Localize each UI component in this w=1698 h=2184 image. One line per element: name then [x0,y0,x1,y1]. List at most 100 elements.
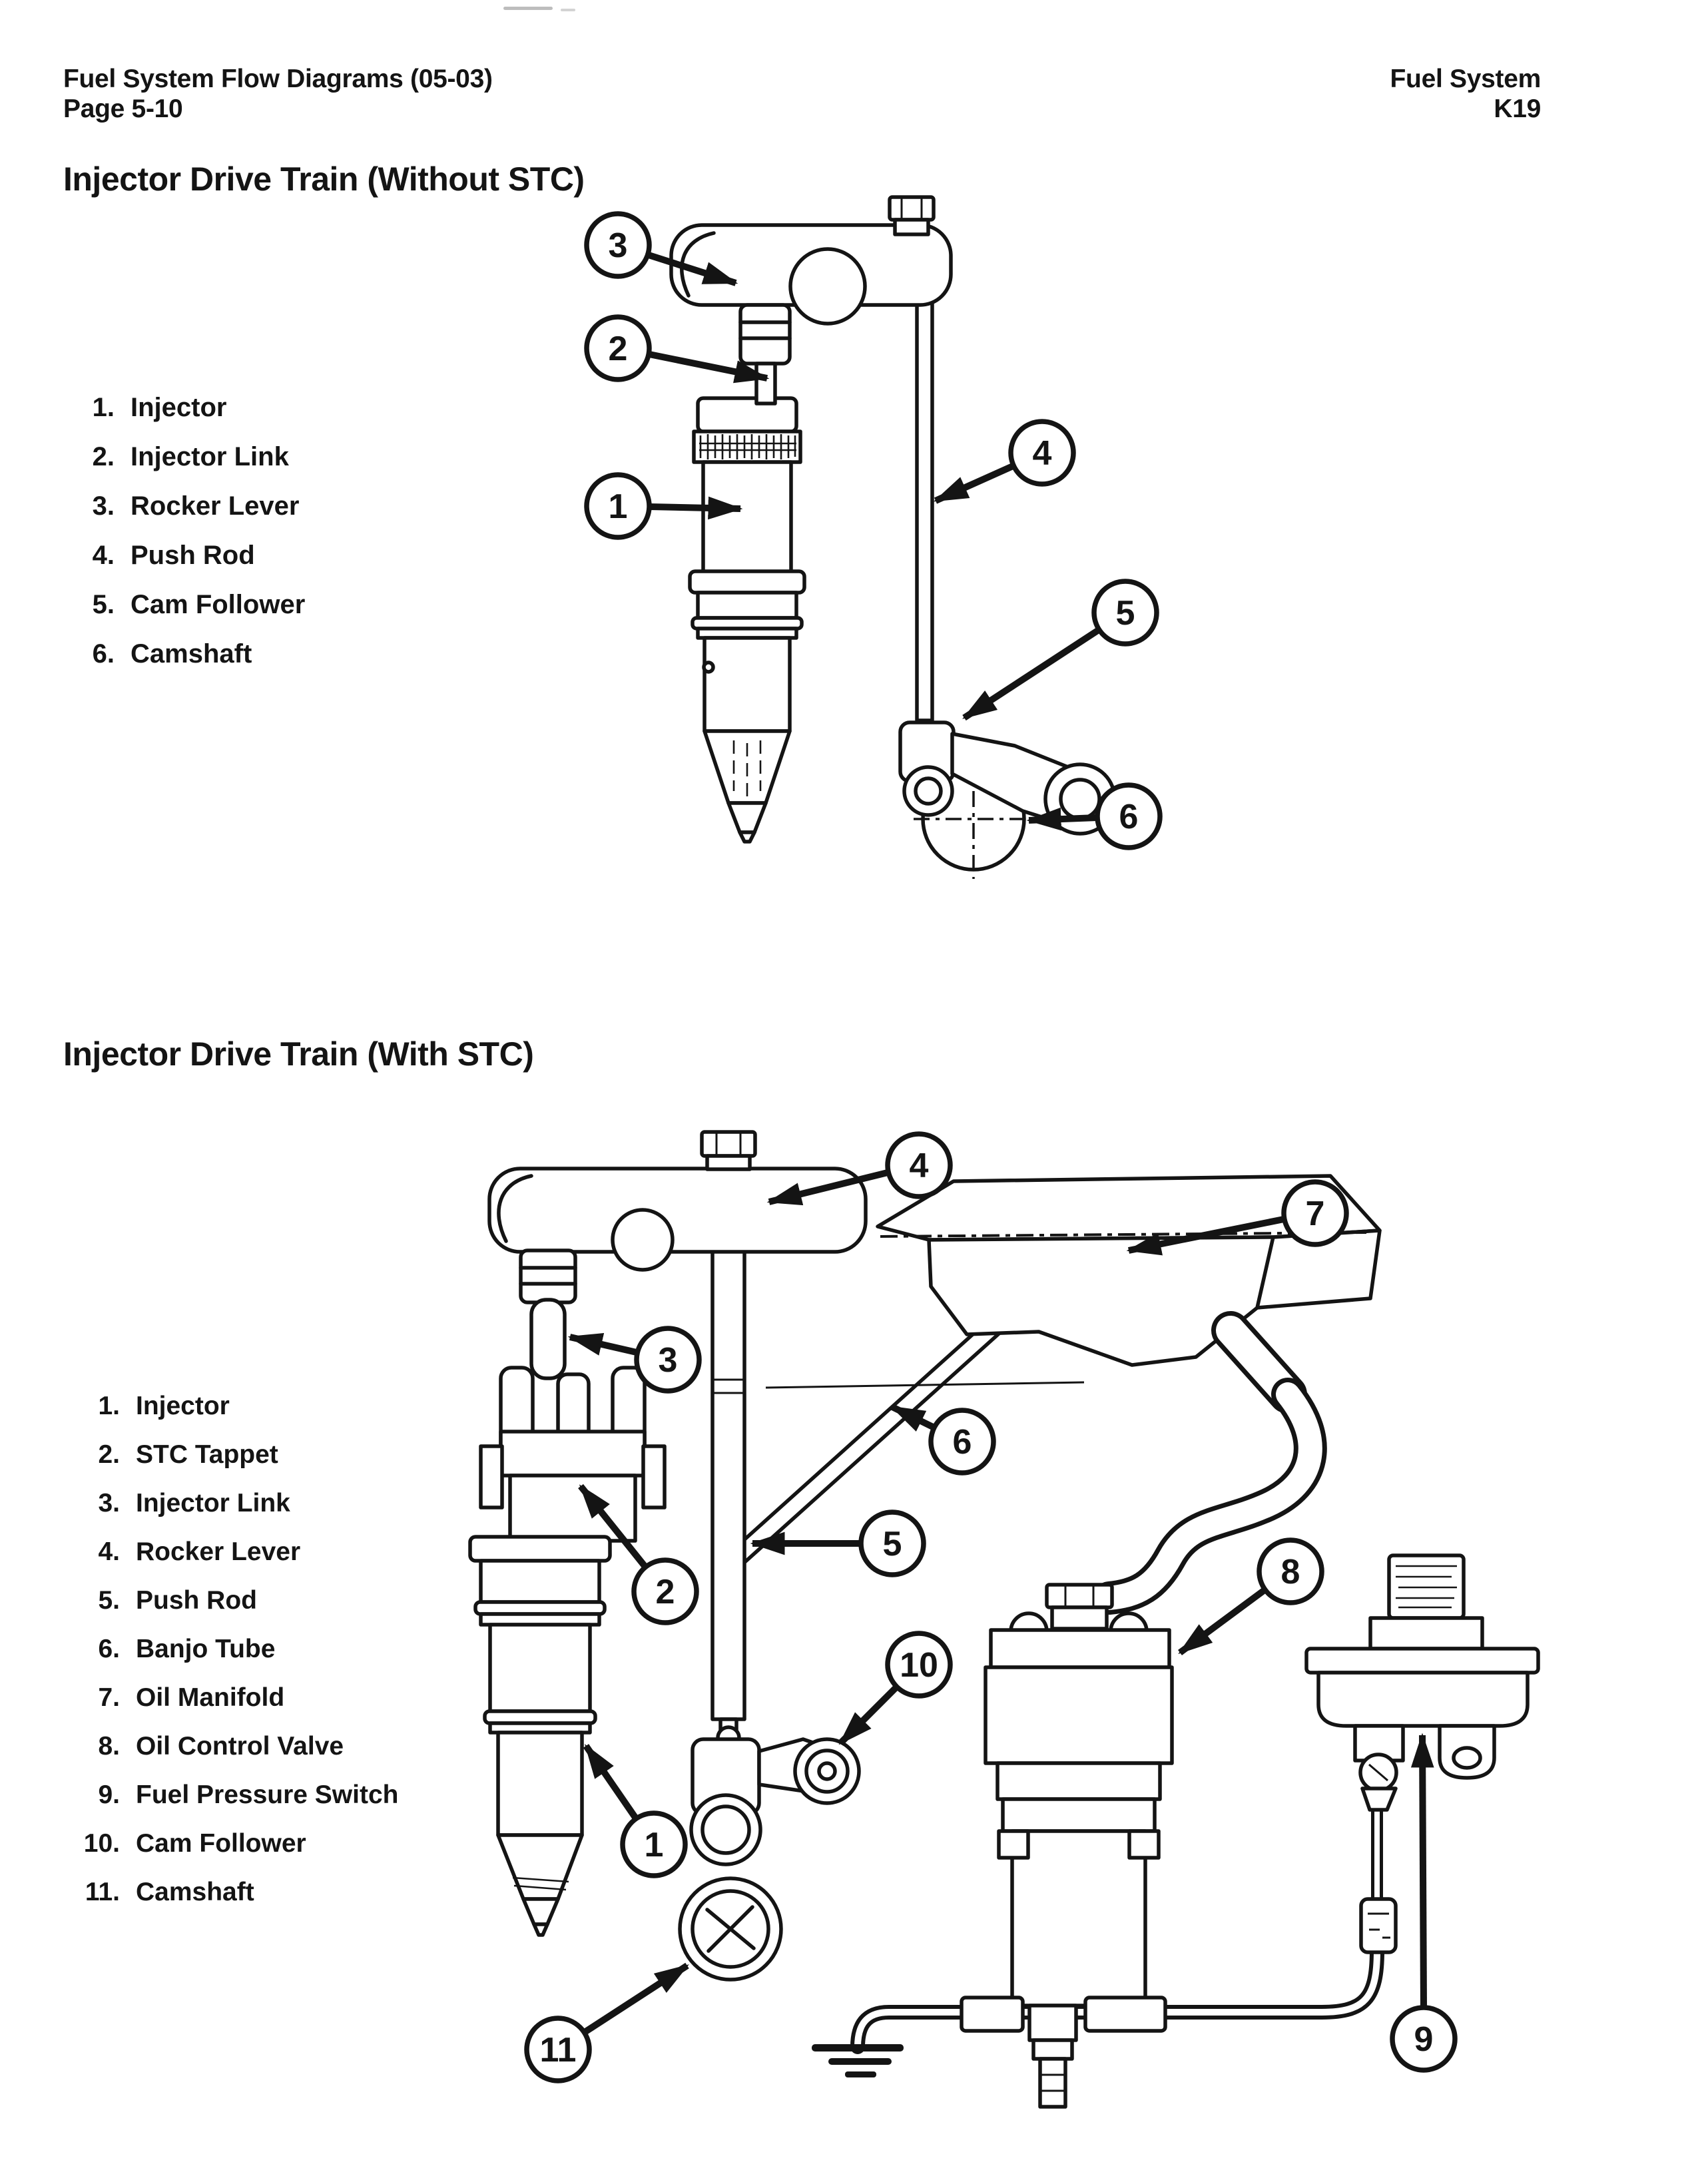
part-number: 10. [83,1829,120,1858]
callout-number: 10 [900,1646,938,1685]
callout-circle [928,1408,996,1476]
callout-arrow [583,1744,639,1820]
part-number: 6. [92,639,115,669]
rocker-lever-drawing [487,1130,868,1304]
callout-2: 2 [578,1484,699,1625]
callout-number: 7 [1306,1195,1325,1233]
part-label: Injector [136,1392,230,1420]
part-number: 1. [92,393,115,422]
parts-list-item: 1. Injector [84,393,305,442]
callout-10: 10 [838,1631,953,1746]
part-number: 4. [98,1537,120,1566]
part-label: Fuel Pressure Switch [136,1780,399,1809]
callout-number: 3 [609,226,628,265]
page-number: Page 5-10 [63,95,183,123]
scan-artifact [561,9,575,11]
callout-circle [584,472,652,540]
parts-list-without-stc: 1. Injector 2. Injector Link 3. Rocker L… [84,393,306,688]
injector-link-drawing [529,1298,567,1380]
part-number: 3. [98,1489,120,1517]
callout-circle [620,1810,688,1878]
callout-11: 11 [524,1962,689,2083]
part-number: 9. [98,1780,120,1809]
parts-list-item: 2. Injector Link [84,442,305,491]
push-rod-drawing [914,252,935,722]
callout-circle [1095,782,1163,850]
callout-3: 3 [567,1326,702,1394]
callout-number: 5 [1116,594,1135,633]
part-number: 1. [98,1392,120,1420]
part-label: Cam Follower [136,1829,306,1858]
part-label: STC Tappet [136,1440,278,1469]
rocker-lever-drawing [669,195,953,406]
callout-arrow [1410,1733,1434,2008]
callout-number: 1 [609,487,628,526]
parts-list-item: 11. Camshaft [64,1878,398,1926]
callout-number: 8 [1281,1553,1300,1591]
callout-number: 5 [883,1525,902,1563]
camshaft-drawing [678,1876,783,1982]
callout-number: 4 [1033,434,1052,473]
parts-list-item: 4. Push Rod [84,541,305,590]
part-label: Rocker Lever [131,491,300,521]
callout-number: 9 [1414,2020,1434,2059]
callout-arrow [1126,1216,1284,1256]
part-number: 11. [85,1878,120,1906]
parts-list-item: 1. Injector [64,1392,398,1440]
callout-arrow [567,1332,638,1356]
part-number: 3. [92,491,115,521]
callout-arrow [933,463,1015,504]
part-label: Oil Manifold [136,1683,285,1712]
callout-arrow [1026,807,1097,831]
parts-list-item: 9. Fuel Pressure Switch [64,1780,398,1829]
scan-artifact [503,7,553,10]
callout-circle [858,1509,926,1577]
callout-2: 2 [584,314,770,384]
callout-circle [1008,419,1076,487]
callout-circle [524,2016,592,2083]
callout-8: 8 [1178,1537,1324,1656]
parts-list-item: 4. Rocker Lever [64,1537,398,1586]
callout-6: 6 [890,1404,996,1476]
header-right: Fuel System K19 [1390,64,1542,124]
parts-list-with-stc: 1. Injector 2. STC Tappet 3. Injector Li… [64,1392,399,1926]
part-number: 6. [98,1635,120,1663]
callout-5: 5 [750,1509,926,1577]
ground-symbol [812,2044,904,2077]
section-title-without-stc: Injector Drive Train (Without STC) [63,160,585,198]
engine-model: K19 [1494,95,1541,123]
parts-list-item: 3. Injector Link [64,1489,398,1537]
parts-list-item: 2. STC Tappet [64,1440,398,1489]
callout-number: 4 [910,1147,929,1185]
callout-arrow [649,496,743,520]
parts-list-item: 8. Oil Control Valve [64,1732,398,1780]
oil-manifold-drawing [765,1174,1382,1389]
part-label: Injector Link [131,442,289,471]
callout-circle [584,211,652,279]
callout-arrow [890,1404,936,1432]
callout-number: 11 [540,2031,577,2069]
callout-circle [1390,2005,1458,2073]
callout-arrow [962,627,1101,721]
system-name: Fuel System [1390,65,1542,93]
callout-arrow [647,252,738,286]
part-label: Injector Link [136,1489,290,1517]
parts-list-item: 6. Camshaft [84,639,305,688]
callout-arrow [1178,1587,1267,1656]
injector-drawing [688,396,806,844]
parts-list-item: 3. Rocker Lever [84,491,305,541]
part-label: Cam Follower [131,590,306,619]
part-number: 5. [92,590,115,619]
callout-arrow [649,351,770,384]
callout-arrow [838,1685,899,1746]
part-number: 7. [98,1683,120,1712]
callout-arrow [578,1484,648,1569]
part-number: 2. [92,442,115,471]
callout-number: 2 [609,330,628,368]
callout-circle [1281,1179,1349,1247]
callout-circle [1257,1537,1324,1605]
part-label: Camshaft [136,1878,254,1906]
document-title: Fuel System Flow Diagrams (05-03) [63,65,493,93]
part-label: Camshaft [131,639,252,669]
